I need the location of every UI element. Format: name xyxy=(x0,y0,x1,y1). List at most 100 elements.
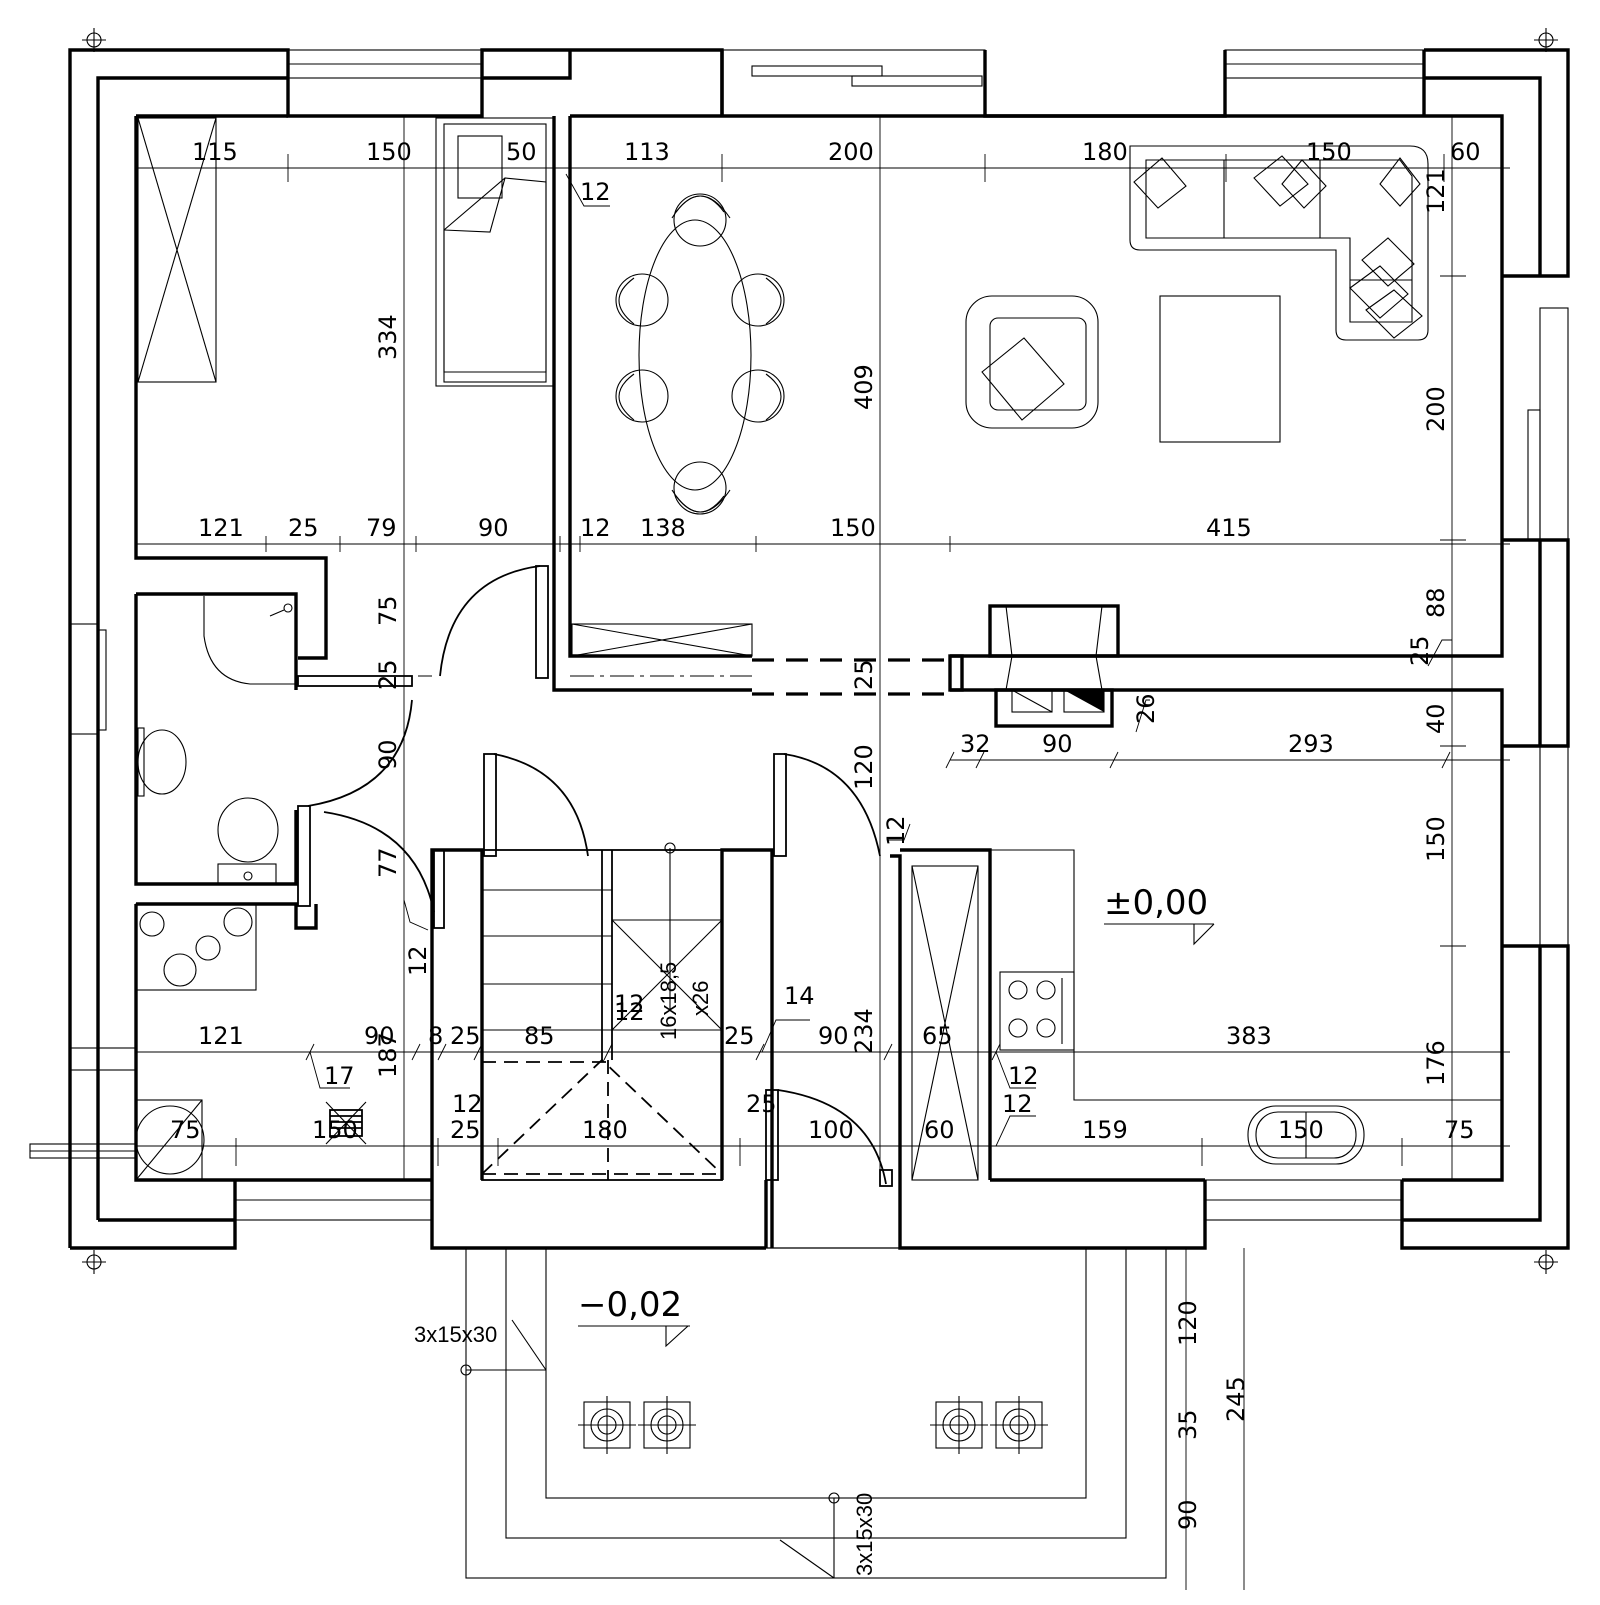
tag-14: 14 xyxy=(784,982,815,1010)
dim-vl-2: 75 xyxy=(374,595,402,626)
level-entrance: −0,02 xyxy=(578,1285,682,1325)
washing-machine xyxy=(135,1099,205,1181)
dim-ve-3: 245 xyxy=(1222,1376,1250,1422)
stairs-interior-spec: 16x18,5 xyxy=(656,962,681,1040)
washbasin xyxy=(137,727,187,797)
dim-ve-2: 35 xyxy=(1174,1409,1202,1440)
dim-um-1: 121 xyxy=(198,514,244,542)
dim-top-7: 150 xyxy=(1306,138,1352,166)
dim-vm-4: 234 xyxy=(850,1008,878,1054)
dim-um-8: 415 xyxy=(1206,514,1252,542)
dim-b-1: 75 xyxy=(170,1116,201,1144)
dim-lm-5: 85 xyxy=(524,1022,555,1050)
dim-vr-3: 88 xyxy=(1422,587,1450,618)
grid-reference-marks xyxy=(82,28,1558,1274)
kitchen-counter xyxy=(990,849,1502,1101)
dim-um-2: 25 xyxy=(288,514,319,542)
level-marks: ±0,00 −0,02 xyxy=(578,883,1215,1348)
dim-top-2: 150 xyxy=(366,138,412,166)
dim-b-2: 150 xyxy=(312,1116,358,1144)
boiler-room-equipment xyxy=(135,903,257,991)
tag-12-kitchen-b: 12 xyxy=(1002,1090,1033,1118)
dimension-lines xyxy=(135,116,1510,1590)
tag-12-kitchen-a: 12 xyxy=(1008,1062,1039,1090)
dim-top-1: 115 xyxy=(192,138,238,166)
dim-b-3: 25 xyxy=(450,1116,481,1144)
dim-b-7: 60 xyxy=(924,1116,955,1144)
dim-lm-1: 121 xyxy=(198,1022,244,1050)
tag-12-door: 12 xyxy=(404,945,432,976)
dim-vr-6: 150 xyxy=(1422,816,1450,862)
kitchen-sink xyxy=(1247,1105,1365,1165)
dimension-labels: 115 150 50 113 200 180 150 60 121 25 79 … xyxy=(170,138,1481,1530)
dim-um-3: 79 xyxy=(366,514,397,542)
tag-25-mid: 25 xyxy=(850,659,878,690)
dim-ve-4: 90 xyxy=(1174,1499,1202,1530)
dim-lm-10: 383 xyxy=(1226,1022,1272,1050)
dim-b-10: 75 xyxy=(1444,1116,1475,1144)
dim-lm-4: 25 xyxy=(450,1022,481,1050)
armchair xyxy=(965,295,1099,429)
porch-column-lamps xyxy=(578,1396,1048,1454)
wardrobe-bedroom xyxy=(137,117,217,383)
dim-b-8: 159 xyxy=(1082,1116,1128,1144)
dim-vl-4: 90 xyxy=(374,739,402,770)
tag-25-right: 25 xyxy=(1406,635,1434,666)
stairs-exterior-bottom: 3x15x30 xyxy=(852,1493,877,1576)
dim-vr-1: 121 xyxy=(1422,168,1450,214)
dim-top-8: 60 xyxy=(1450,138,1481,166)
kitchen-pantry xyxy=(571,623,979,1181)
dim-k-3: 293 xyxy=(1288,730,1334,758)
stair-labels: 16x18,5 x26 3x15x30 3x15x30 xyxy=(414,962,877,1576)
dim-vl-3: 25 xyxy=(374,659,402,690)
dim-vl-1: 334 xyxy=(374,314,402,360)
dim-b-5: 25 xyxy=(746,1090,777,1118)
dim-lm-6: 12 xyxy=(614,998,645,1026)
dim-top-3: 50 xyxy=(506,138,537,166)
stairs-exterior-left: 3x15x30 xyxy=(414,1322,497,1347)
dim-vr-2: 200 xyxy=(1422,386,1450,432)
doors xyxy=(297,565,893,1187)
shower xyxy=(203,596,296,685)
dim-um-4: 90 xyxy=(478,514,509,542)
toilet xyxy=(217,797,279,885)
dim-top-5: 200 xyxy=(828,138,874,166)
tag-26: 26 xyxy=(1132,693,1160,724)
stairs-interior-spec-2: x26 xyxy=(688,981,713,1016)
tag-17: 17 xyxy=(324,1062,355,1090)
dim-b-9: 150 xyxy=(1278,1116,1324,1144)
dining-table xyxy=(615,193,785,515)
entrance-porch xyxy=(460,1247,1167,1579)
fireplace-chimney xyxy=(948,604,1120,728)
tag-12-hall: 12 xyxy=(882,815,910,846)
dim-vl-6: 187 xyxy=(374,1032,402,1078)
dim-vr-7: 176 xyxy=(1422,1040,1450,1086)
dim-lm-2: 90 xyxy=(364,1022,395,1050)
dim-vl-5: 77 xyxy=(374,847,402,878)
dim-k-2: 90 xyxy=(1042,730,1073,758)
dim-vm-3: 120 xyxy=(850,744,878,790)
bed xyxy=(435,117,555,387)
dim-um-6: 138 xyxy=(640,514,686,542)
dim-lm-3: 8 xyxy=(428,1022,443,1050)
coffee-table xyxy=(1159,295,1281,443)
dim-top-6: 180 xyxy=(1082,138,1128,166)
dim-b-4: 180 xyxy=(582,1116,628,1144)
corner-sofa xyxy=(1129,145,1429,341)
dim-um-5: 12 xyxy=(580,514,611,542)
interior-stairs xyxy=(481,842,723,1181)
tag-12-stairs-top: 12 xyxy=(614,990,645,1018)
dim-lm-8: 90 xyxy=(818,1022,849,1050)
dim-um-7: 150 xyxy=(830,514,876,542)
level-main-floor: ±0,00 xyxy=(1104,883,1208,923)
dim-top-4: 113 xyxy=(624,138,670,166)
dim-ve-1: 120 xyxy=(1174,1300,1202,1346)
dim-vm-1: 409 xyxy=(850,364,878,410)
dim-k-1: 32 xyxy=(960,730,991,758)
floor-drain xyxy=(325,1101,367,1145)
exterior-walls xyxy=(68,48,1570,1250)
dim-lm-9: 65 xyxy=(922,1022,953,1050)
dim-lm-7: 25 xyxy=(724,1022,755,1050)
beam-lines xyxy=(298,658,950,696)
